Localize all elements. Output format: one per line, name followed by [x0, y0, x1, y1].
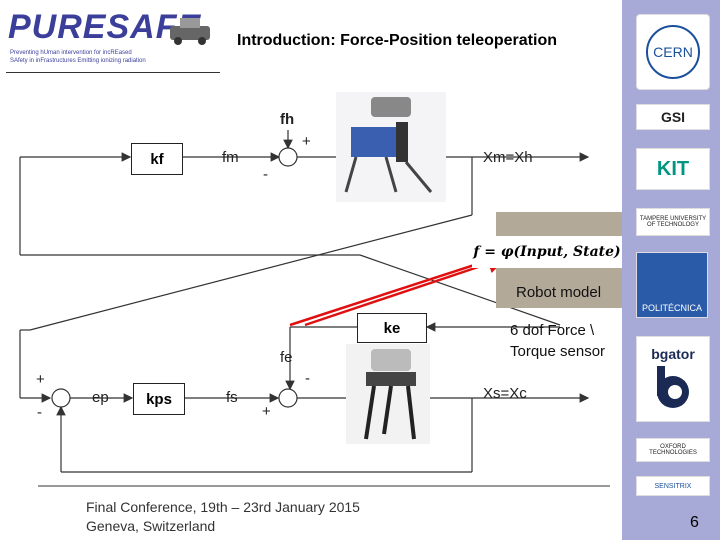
xs-xc-label: Xs=Xc — [483, 385, 527, 402]
tampere-logo: TAMPERE UNIVERSITY OF TECHNOLOGY — [636, 208, 710, 236]
cern-text: CERN — [653, 44, 693, 60]
politecnica-logo: POLITÉCNICA — [636, 252, 708, 318]
gsi-text: GSI — [660, 109, 686, 125]
slide-title: Introduction: Force-Position teleoperati… — [237, 32, 557, 49]
kps-block: kps — [133, 383, 185, 415]
logo-tagline-1: Preventing hUman intervention for incREa… — [10, 50, 132, 56]
minus-top-label: - — [263, 166, 268, 183]
minus-left-label: - — [37, 404, 42, 421]
puresafe-logo: PURESAFE Preventing hUman intervention f… — [6, 6, 220, 73]
kit-text: KIT — [656, 157, 690, 180]
plus-top-label: + — [302, 133, 311, 150]
robot-model-label: Robot model — [516, 284, 602, 301]
plus-bottom-label: + — [262, 403, 271, 420]
sensitrix-text: SENSITRIX — [654, 482, 692, 490]
oxford-technologies-logo: OXFORD TECHNOLOGIES — [636, 438, 710, 462]
kit-logo: KIT — [636, 148, 710, 190]
logo-robot-icon — [166, 14, 218, 46]
sensitrix-logo: SENSITRIX — [636, 476, 710, 496]
politecnica-text: POLITÉCNICA — [641, 303, 702, 313]
formula-box: f = φ(Input, State) — [472, 236, 622, 268]
page-number: 6 — [690, 514, 699, 531]
fm-label: fm — [222, 149, 239, 166]
slave-robot-image — [346, 344, 430, 444]
bgator-text: bgator — [651, 346, 695, 362]
logo-underline — [6, 72, 220, 73]
fh-label: fh — [280, 111, 295, 128]
oxford-text: OXFORD TECHNOLOGIES — [649, 444, 697, 456]
gsi-logo: GSI — [636, 104, 710, 130]
footer-conference: Final Conference, 19th – 23rd January 20… — [86, 498, 360, 536]
master-device-image — [336, 92, 446, 202]
kf-block: kf — [131, 143, 183, 175]
logo-text: PURESAFE — [8, 8, 202, 46]
plus-left-label: + — [36, 371, 45, 388]
robot-model-panel: f = φ(Input, State) Robot model — [472, 212, 622, 308]
formula-text: f = φ(Input, State) — [473, 244, 621, 260]
ke-block: ke — [357, 313, 427, 343]
footer-line-2: Geneva, Switzerland — [86, 518, 216, 534]
logo-tagline-2: SAfety in inFrastructures Emitting ioniz… — [10, 58, 146, 64]
footer-line-1: Final Conference, 19th – 23rd January 20… — [86, 499, 360, 515]
cern-logo: CERN — [636, 14, 710, 90]
fe-label: fe — [280, 349, 293, 366]
bgator-logo: bgator — [636, 336, 710, 422]
ep-label: ep — [92, 389, 109, 406]
xm-xh-label: Xm=Xh — [483, 149, 533, 166]
minus-right-label: - — [305, 370, 310, 387]
sensor-label: 6 dof Force \ Torque sensor — [510, 322, 606, 360]
tampere-text: TAMPERE UNIVERSITY OF TECHNOLOGY — [639, 216, 707, 228]
sponsor-sidebar: CERN GSI KIT TAMPERE UNIVERSITY OF TECHN… — [622, 0, 720, 540]
bgator-b-icon — [657, 366, 689, 408]
fs-label: fs — [226, 389, 238, 406]
